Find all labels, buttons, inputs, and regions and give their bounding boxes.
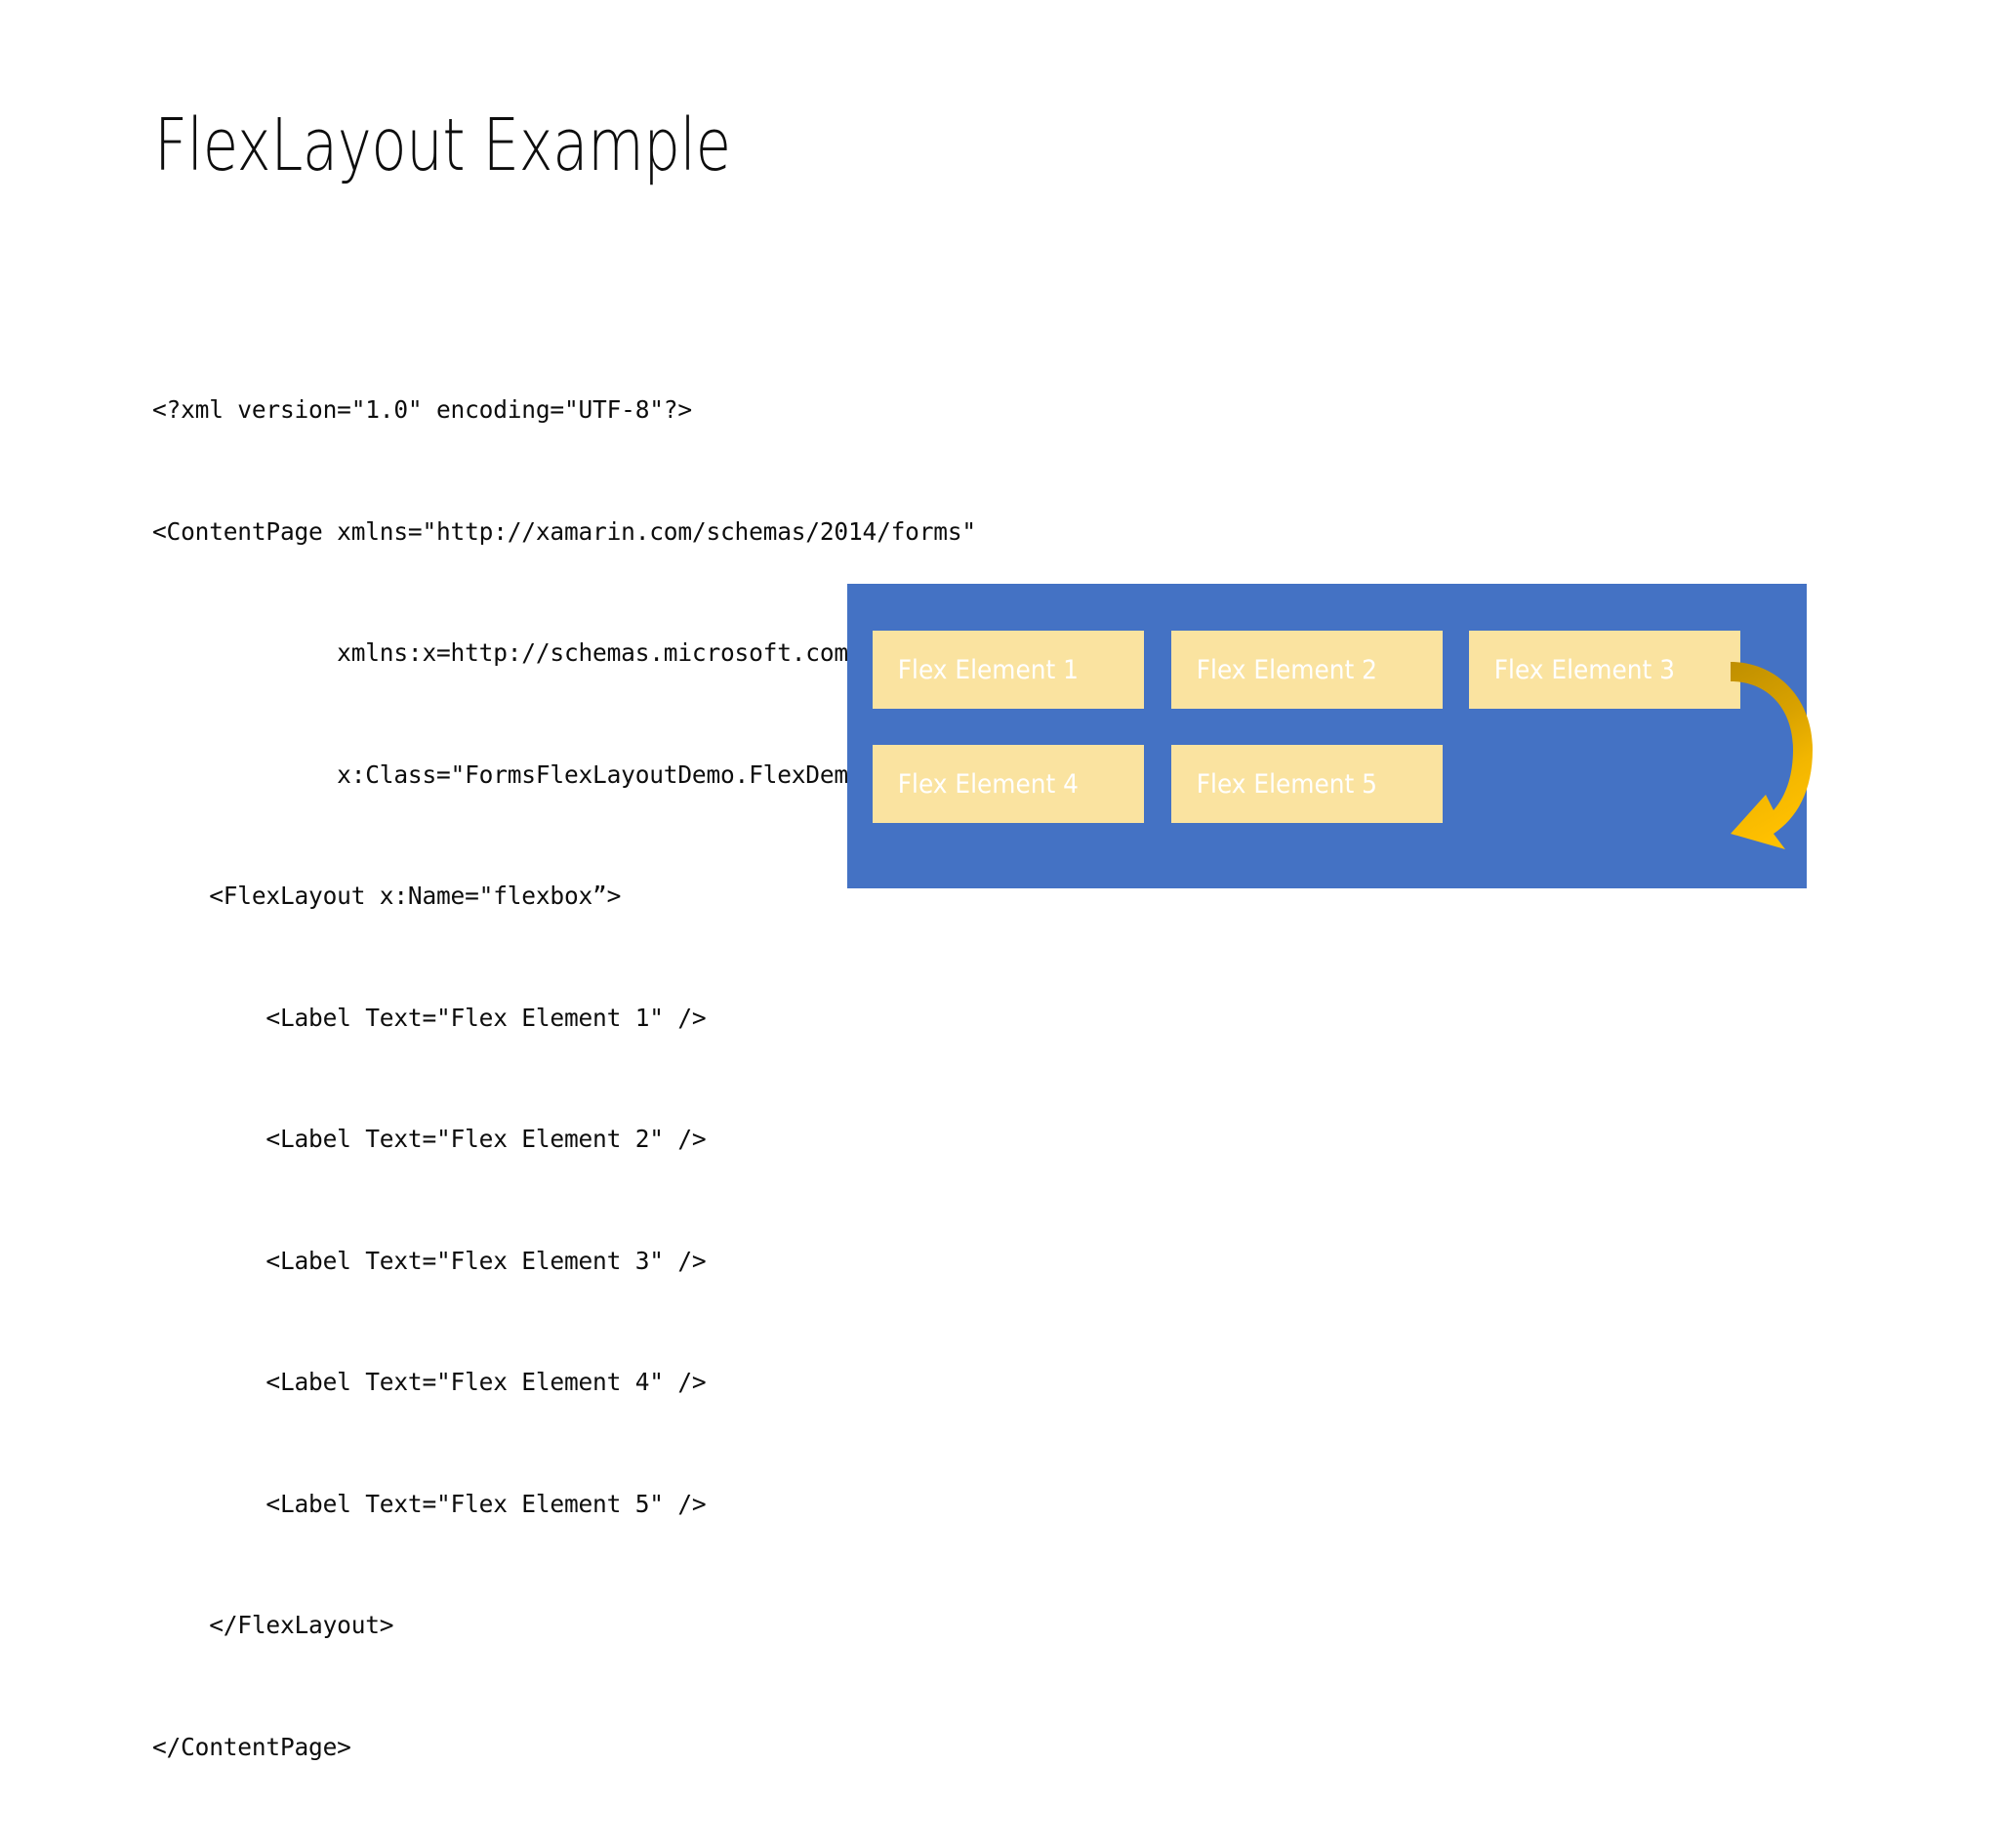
- code-line: <Label Text="Flex Element 5" />: [152, 1489, 707, 1518]
- code-line: <Label Text="Flex Element 4" />: [152, 1368, 707, 1396]
- flex-element-label: Flex Element 4: [897, 768, 1079, 800]
- code-line: <?xml version="1.0" encoding="UTF-8"?>: [152, 395, 692, 424]
- code-line: </ContentPage>: [152, 1732, 351, 1761]
- flex-element-box-3: Flex Element 3: [1469, 631, 1740, 709]
- flex-element-label: Flex Element 5: [1196, 768, 1377, 800]
- wrap-arrow-icon: [1731, 642, 1857, 867]
- code-line: </FlexLayout>: [152, 1611, 394, 1639]
- page-title: FlexLayout Example: [154, 103, 731, 187]
- flexlayout-inner: Flex Element 1 Flex Element 2 Flex Eleme…: [847, 584, 1813, 888]
- flex-element-label: Flex Element 1: [897, 654, 1079, 685]
- code-line: <ContentPage xmlns="http://xamarin.com/s…: [152, 516, 976, 546]
- flexlayout-container: Flex Element 1 Flex Element 2 Flex Eleme…: [847, 584, 1813, 888]
- flex-element-box-2: Flex Element 2: [1171, 631, 1443, 709]
- xaml-code-block: <?xml version="1.0" encoding="UTF-8"?> <…: [152, 308, 1076, 1848]
- code-line: <Label Text="Flex Element 3" />: [152, 1246, 707, 1275]
- slide-canvas: FlexLayout Example <?xml version="1.0" e…: [152, 103, 1813, 1761]
- code-line: <Label Text="Flex Element 1" />: [152, 1003, 707, 1032]
- flex-element-box-4: Flex Element 4: [873, 745, 1144, 823]
- code-line: x:Class="FormsFlexLayoutDemo.FlexDemoPag…: [152, 760, 948, 789]
- flex-element-box-5: Flex Element 5: [1171, 745, 1443, 823]
- flex-element-label: Flex Element 3: [1493, 654, 1675, 685]
- flex-element-box-1: Flex Element 1: [873, 631, 1144, 709]
- code-line: <FlexLayout x:Name="flexbox”>: [152, 882, 622, 910]
- flex-element-label: Flex Element 2: [1196, 654, 1377, 685]
- code-line: <Label Text="Flex Element 2" />: [152, 1125, 707, 1153]
